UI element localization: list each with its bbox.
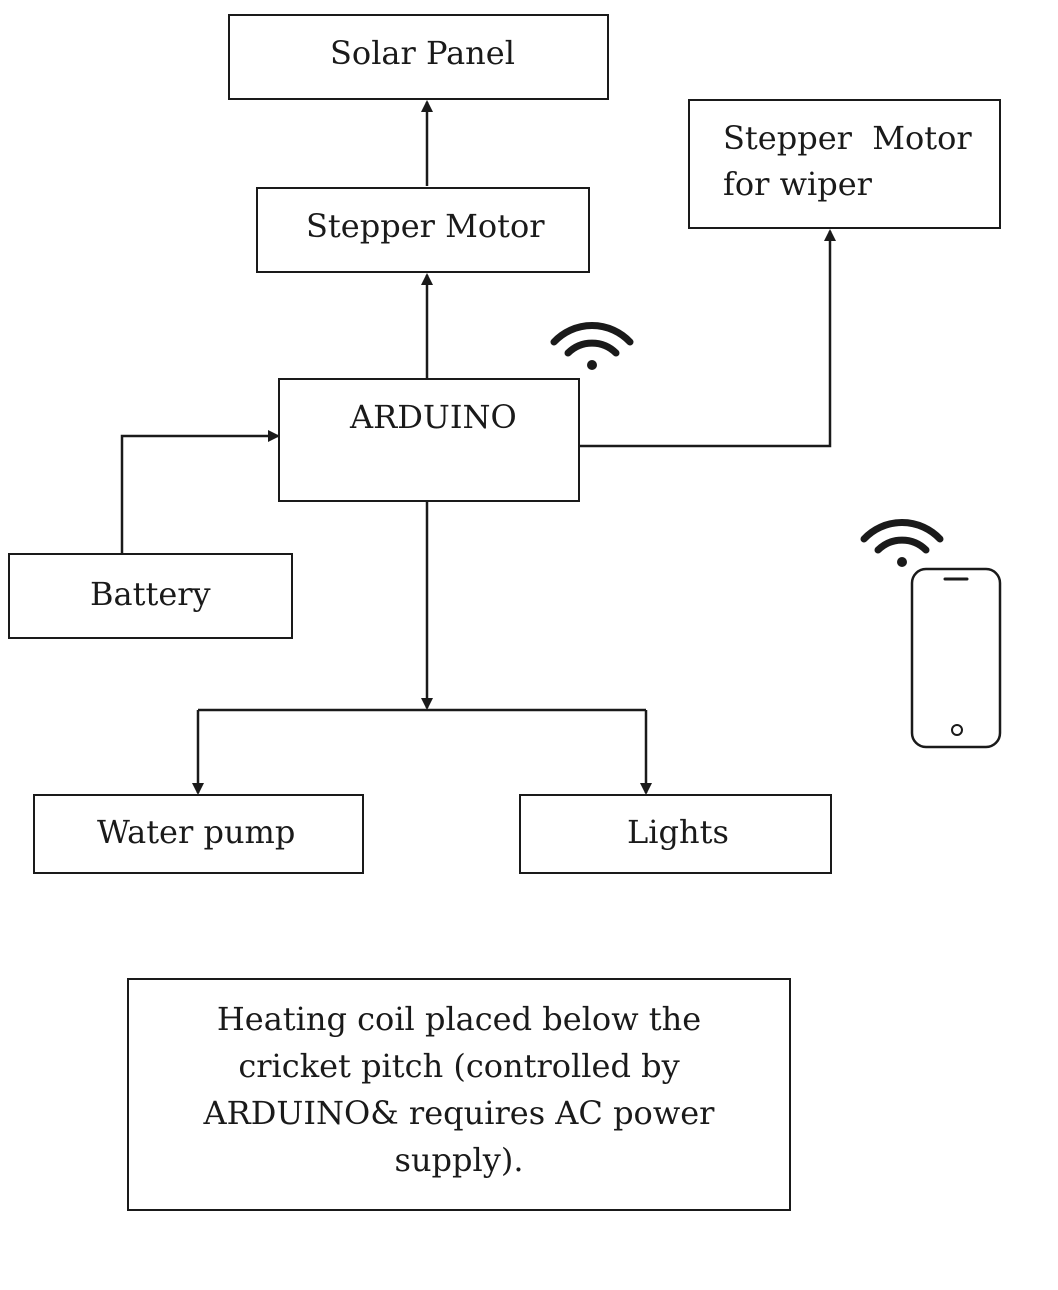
arduino-box: ARDUINO (278, 378, 580, 502)
wiper-motor-label-line1: Stepper Motor (723, 119, 972, 157)
wiper-motor-box: Stepper Motor for wiper (688, 99, 1001, 229)
lights-label: Lights (627, 813, 729, 851)
heating-coil-note-box: Heating coil placed below the cricket pi… (127, 978, 791, 1211)
heating-note-line-4: supply). (394, 1141, 524, 1179)
wifi-icon (860, 519, 944, 567)
water-pump-label: Water pump (97, 813, 296, 851)
arrow-battery-to-arduino (120, 430, 280, 553)
lights-box: Lights (519, 794, 832, 874)
stepper-motor-box: Stepper Motor (256, 187, 590, 273)
heating-note-line-3: ARDUINO& requires AC power (203, 1094, 715, 1132)
arduino-label: ARDUINO (350, 398, 517, 436)
heating-note-line-2: cricket pitch (controlled by (238, 1047, 680, 1085)
battery-box: Battery (8, 553, 293, 639)
solar-panel-label: Solar Panel (330, 34, 515, 72)
wiper-motor-label-line2: for wiper (723, 165, 872, 203)
solar-panel-box: Solar Panel (228, 14, 609, 100)
battery-label: Battery (90, 575, 211, 613)
wifi-icon (550, 322, 634, 370)
arrow-arduino-to-wiper (580, 229, 836, 448)
water-pump-box: Water pump (33, 794, 364, 874)
heating-note-line-1: Heating coil placed below the (216, 1000, 702, 1038)
smartphone-icon (910, 567, 1002, 749)
stepper-motor-label: Stepper Motor (306, 207, 545, 245)
